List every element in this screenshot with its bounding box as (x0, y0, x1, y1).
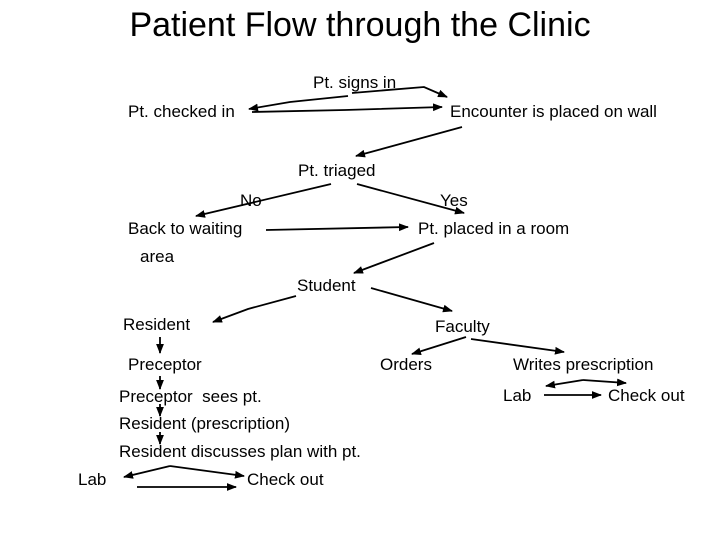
node-resident-prescription: Resident (prescription) (119, 414, 291, 433)
arrow-student-to-resident (212, 295, 297, 323)
node-no: No (240, 191, 262, 210)
node-lab-left: Lab (78, 470, 107, 489)
node-preceptor-sees-pt: Preceptor sees pt. (119, 387, 262, 406)
arrow-writes-prescription-to-check-out-right (582, 378, 627, 387)
arrow-pt-checked-in-to-encounter-on-wall (251, 103, 443, 113)
node-orders: Orders (380, 355, 432, 374)
arrow-writes-prescription-to-lab-right (545, 379, 584, 389)
arrow-resident-discusses-to-check-out-left (169, 465, 245, 479)
arrow-pt-signs-in-to-pt-checked-in (248, 95, 349, 112)
node-encounter-on-wall: Encounter is placed on wall (450, 102, 657, 121)
arrow-pt-signs-in-to-encounter-on-wall (351, 86, 448, 98)
node-lab-right: Lab (503, 386, 532, 405)
arrow-faculty-to-orders (411, 336, 467, 356)
node-check-out-right: Check out (608, 386, 685, 405)
node-pt-triaged: Pt. triaged (298, 161, 376, 180)
node-yes: Yes (440, 191, 468, 210)
arrow-pt-triaged-to-pt-placed-room (356, 183, 465, 215)
node-resident-discusses: Resident discusses plan with pt. (119, 442, 361, 461)
node-resident: Resident (123, 315, 191, 334)
node-pt-checked-in: Pt. checked in (128, 102, 235, 121)
node-preceptor: Preceptor (128, 355, 202, 374)
arrow-student-to-faculty (370, 287, 453, 313)
node-writes-prescription: Writes prescription (513, 355, 654, 374)
slide-title: Patient Flow through the Clinic (129, 6, 591, 44)
arrow-faculty-to-writes-prescription (470, 338, 565, 355)
node-pt-signs-in: Pt. signs in (313, 73, 397, 92)
arrow-pt-placed-room-to-student (353, 242, 435, 274)
node-back-to-waiting-area: area (140, 247, 175, 266)
arrow-resident-discusses-to-lab-left (123, 465, 171, 479)
node-back-to-waiting: Back to waiting (128, 219, 243, 238)
node-student: Student (297, 276, 356, 295)
arrow-back-to-waiting-to-pt-placed-room (265, 223, 409, 232)
node-check-out-left: Check out (247, 470, 324, 489)
node-faculty: Faculty (435, 317, 490, 336)
arrow-encounter-on-wall-to-pt-triaged (355, 126, 463, 158)
arrow-pt-triaged-to-back-to-waiting (195, 183, 332, 218)
node-pt-placed-room: Pt. placed in a room (418, 219, 570, 238)
